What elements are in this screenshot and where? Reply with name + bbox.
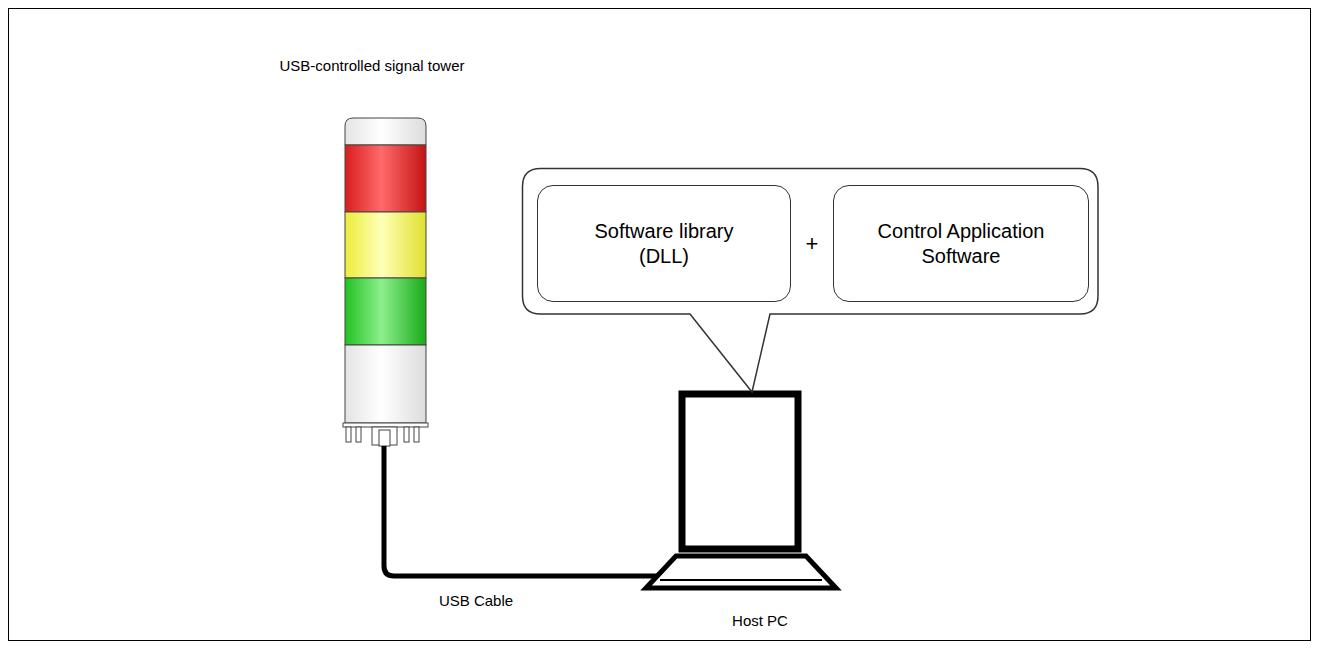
box-label: Software library (DLL) bbox=[579, 219, 749, 269]
bubble-shape bbox=[523, 169, 1099, 393]
frame bbox=[9, 9, 1311, 641]
plus-sign: + bbox=[806, 230, 819, 258]
usb-cable bbox=[384, 446, 686, 576]
callout-bubble: + Software library (DLL) Control Applicati… bbox=[522, 168, 1099, 315]
software-box: Control Application Software bbox=[833, 185, 1089, 302]
signal-tower bbox=[343, 118, 428, 446]
caption-label: Host PC bbox=[732, 612, 788, 629]
caption-label: USB-controlled signal tower bbox=[279, 57, 464, 74]
laptop bbox=[646, 394, 836, 588]
caption-label: USB Cable bbox=[439, 592, 513, 609]
box-label: Control Application Software bbox=[846, 219, 1076, 269]
software-box: Software library (DLL) bbox=[537, 185, 791, 302]
